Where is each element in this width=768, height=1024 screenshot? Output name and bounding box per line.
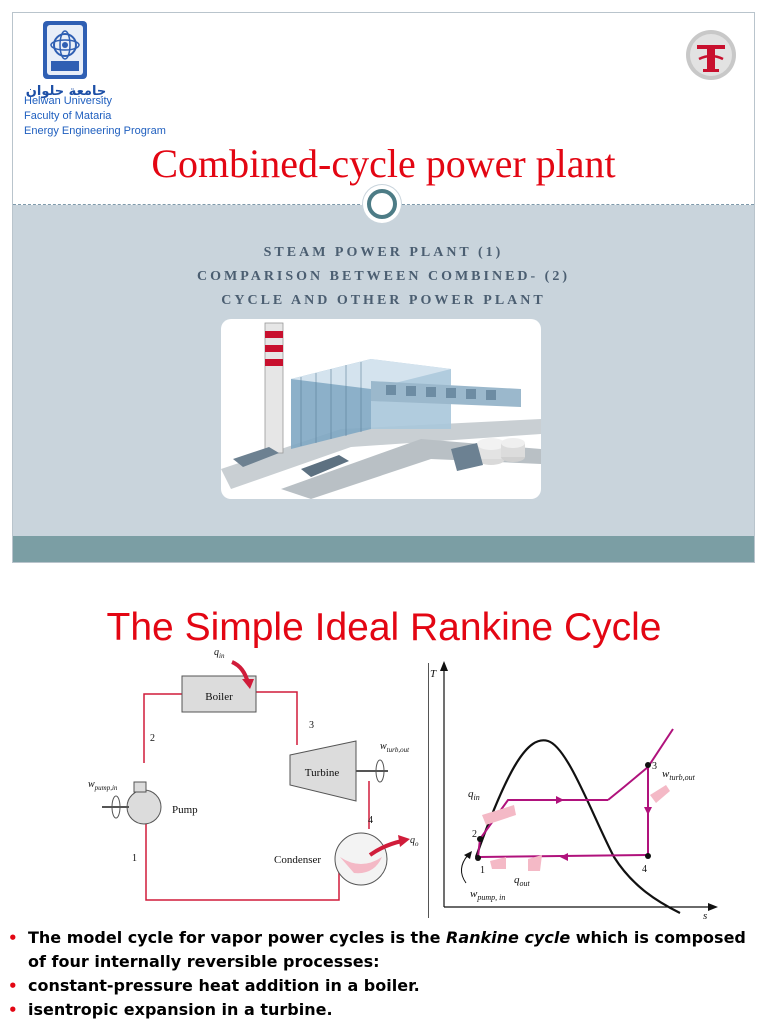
- program-name: Energy Engineering Program: [24, 125, 166, 137]
- turbine-label: Turbine: [305, 767, 340, 779]
- ts-q-out-symbol: q: [514, 874, 520, 886]
- title-slide-header: جامعة حلوان Helwan University Faculty of…: [13, 13, 754, 205]
- ts-q-in-subscript: in: [474, 793, 480, 802]
- state-1-label: 1: [132, 853, 137, 864]
- ts-state-2: 2: [472, 829, 477, 840]
- power-plant-illustration: [221, 319, 541, 499]
- svg-text:qin: qin: [214, 647, 225, 660]
- svg-text:wpump,in: wpump,in: [88, 779, 118, 792]
- bullet-text-end: which is composed of four internally rev…: [28, 928, 746, 971]
- slide1-title: Combined-cycle power plant: [151, 141, 616, 186]
- bullet-text: isentropic expansion in a turbine.: [28, 1000, 333, 1019]
- ts-w-turb-subscript: turb,out: [669, 773, 695, 782]
- bullet-item: • constant-pressure heat addition in a b…: [8, 974, 760, 998]
- subtitle-line-1: STEAM POWER PLANT (1): [263, 245, 504, 260]
- helwan-university-logo: جامعة حلوان: [26, 21, 106, 99]
- ts-w-pump-subscript: pump, in: [476, 893, 505, 902]
- ts-diagram: T s 1 2 3 4 qin qout wturb,out wpump, in: [430, 661, 718, 919]
- pump-label: Pump: [172, 804, 198, 816]
- university-name: Helwan University: [24, 95, 113, 107]
- w-turb-subscript: turb,out: [387, 746, 410, 754]
- condenser-label: Condenser: [274, 854, 321, 866]
- ts-q-in-symbol: q: [468, 788, 474, 800]
- q-out-subscript: o: [415, 840, 419, 848]
- ring-ornament-icon: [363, 185, 401, 223]
- svg-text:wturb,out: wturb,out: [380, 741, 410, 754]
- bullet-dot-icon: •: [8, 1001, 18, 1019]
- bullet-dot-icon: •: [8, 929, 18, 947]
- power-plant-image: [221, 322, 541, 499]
- bullet-text: constant-pressure heat addition in a boi…: [28, 976, 420, 995]
- bullet-text: The model cycle for vapor power cycles i…: [28, 928, 447, 947]
- subtitle-line-2: COMPARISON BETWEEN COMBINED- (2): [196, 269, 571, 284]
- w-pump-symbol: w: [88, 779, 95, 790]
- q-in-subscript: in: [219, 652, 225, 660]
- ts-state-3: 3: [652, 761, 657, 772]
- rankine-cycle-schematic: Boiler qin Turbine wturb,out Pump wpump,…: [88, 647, 419, 901]
- ts-q-out-subscript: out: [520, 879, 531, 888]
- q-in-symbol: q: [214, 647, 219, 658]
- slide1-footer-band: [13, 536, 754, 562]
- bullet-emphasis: Rankine cycle: [446, 928, 571, 947]
- faculty-name: Faculty of Mataria: [24, 110, 112, 122]
- ts-diagram-border: [428, 663, 429, 918]
- svg-text:qin: qin: [468, 788, 480, 802]
- ts-axis-t: T: [430, 668, 437, 680]
- state-3-label: 3: [309, 720, 314, 731]
- state-4-label: 4: [368, 815, 373, 826]
- q-out-symbol: q: [410, 835, 415, 846]
- ts-w-pump-symbol: w: [470, 888, 478, 900]
- ts-state-4: 4: [642, 864, 647, 875]
- program-logo-icon: [686, 30, 736, 80]
- ts-state-1: 1: [480, 865, 485, 876]
- bullet-dot-icon: •: [8, 977, 18, 995]
- bullet-item: • isentropic expansion in a turbine.: [8, 998, 760, 1022]
- svg-text:qout: qout: [514, 874, 531, 888]
- title-slide: جامعة حلوان Helwan University Faculty of…: [12, 12, 755, 563]
- bullet-list: • The model cycle for vapor power cycles…: [8, 926, 760, 1022]
- w-pump-subscript: pump,in: [94, 784, 118, 792]
- ts-w-turb-symbol: w: [662, 768, 670, 780]
- w-turb-symbol: w: [380, 741, 387, 752]
- university-info: Helwan University Faculty of Mataria Ene…: [24, 94, 166, 139]
- slide2-title: The Simple Ideal Rankine Cycle: [106, 606, 662, 649]
- svg-text:qo: qo: [410, 835, 419, 848]
- state-2-label: 2: [150, 733, 155, 744]
- bullet-item: • The model cycle for vapor power cycles…: [8, 926, 760, 974]
- svg-text:wturb,out: wturb,out: [662, 768, 696, 782]
- logo-arabic-text: جامعة حلوان: [26, 84, 106, 99]
- ts-axis-s: s: [703, 910, 707, 919]
- slide1-subtitle: STEAM POWER PLANT (1) COMPARISON BETWEEN…: [13, 241, 754, 313]
- svg-text:wpump, in: wpump, in: [470, 888, 505, 902]
- boiler-label: Boiler: [205, 691, 233, 703]
- subtitle-line-3: CYCLE AND OTHER POWER PLANT: [221, 293, 546, 308]
